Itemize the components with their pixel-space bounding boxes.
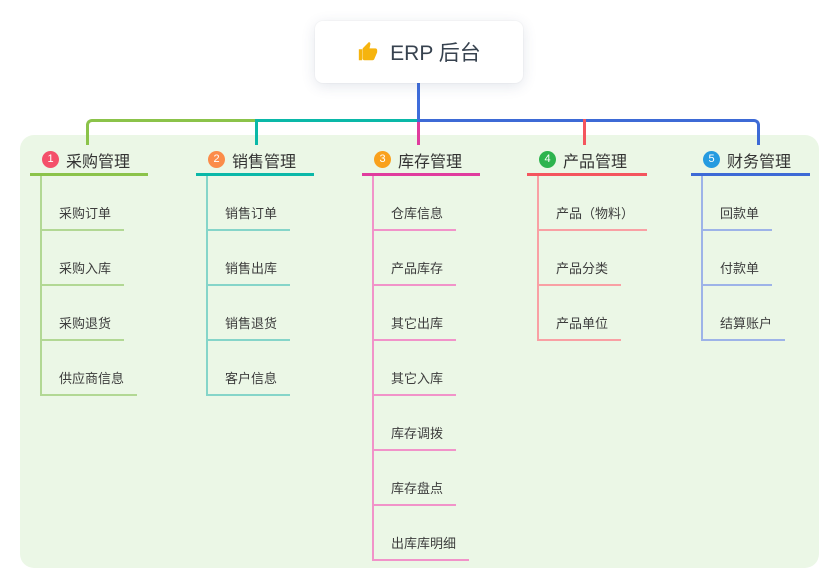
child-node[interactable]: 销售订单 (208, 176, 314, 231)
branch-number-badge: 3 (374, 151, 391, 168)
child-node[interactable]: 销售退货 (208, 286, 314, 341)
branch-header[interactable]: 2 销售管理 (196, 146, 314, 176)
child-node[interactable]: 产品库存 (374, 231, 480, 286)
child-node[interactable]: 采购退货 (42, 286, 148, 341)
child-node[interactable]: 出库库明细 (374, 506, 480, 561)
root-node-label: ERP 后台 (390, 42, 481, 65)
branch-column-finance: 5 财务管理 回款单 付款单 结算账户 (691, 146, 810, 341)
branch-number-badge: 2 (208, 151, 225, 168)
child-node[interactable]: 仓库信息 (374, 176, 480, 231)
child-node-label: 销售退货 (208, 313, 291, 341)
child-node[interactable]: 产品分类 (539, 231, 647, 286)
connector-root-line (417, 83, 420, 122)
branch-title: 库存管理 (398, 153, 463, 171)
child-node[interactable]: 其它出库 (374, 286, 480, 341)
child-node-label: 库存盘点 (374, 478, 457, 506)
thumbs-up-icon (357, 41, 379, 63)
child-node[interactable]: 采购入库 (42, 231, 148, 286)
connector-bus-right (419, 119, 760, 145)
connector-drop-sales (255, 119, 258, 145)
child-node[interactable]: 其它入库 (374, 341, 480, 396)
connector-drop-product (583, 119, 586, 145)
child-node[interactable]: 库存盘点 (374, 451, 480, 506)
branch-title: 财务管理 (727, 153, 792, 171)
connector-bus-middle (258, 119, 419, 122)
branch-header[interactable]: 4 产品管理 (527, 146, 647, 176)
branch-children: 采购订单 采购入库 采购退货 供应商信息 (40, 176, 148, 396)
child-node-label: 采购退货 (42, 313, 125, 341)
child-node-label: 仓库信息 (374, 203, 457, 231)
branch-children: 产品（物料） 产品分类 产品单位 (537, 176, 648, 341)
child-node-label: 销售订单 (208, 203, 291, 231)
child-node-label: 采购入库 (42, 258, 125, 286)
child-node-label: 采购订单 (42, 203, 125, 231)
child-node[interactable]: 付款单 (703, 231, 810, 286)
child-node-label: 供应商信息 (42, 368, 138, 396)
branch-header[interactable]: 3 库存管理 (362, 146, 480, 176)
child-node-label: 产品单位 (539, 313, 622, 341)
child-node-label: 结算账户 (703, 313, 786, 341)
child-node-label: 客户信息 (208, 368, 291, 396)
branch-header[interactable]: 5 财务管理 (691, 146, 810, 176)
child-node-label: 其它入库 (374, 368, 457, 396)
child-node[interactable]: 产品（物料） (539, 176, 648, 231)
connector-bus-left (86, 119, 258, 145)
child-node-label: 销售出库 (208, 258, 291, 286)
child-node[interactable]: 客户信息 (208, 341, 314, 396)
branch-column-purchase: 1 采购管理 采购订单 采购入库 采购退货 供应商信息 (30, 146, 148, 396)
child-node-label: 库存调拨 (374, 423, 457, 451)
child-node-label: 产品（物料） (539, 203, 648, 231)
child-node[interactable]: 库存调拨 (374, 396, 480, 451)
branch-column-product: 4 产品管理 产品（物料） 产品分类 产品单位 (527, 146, 648, 341)
branch-number-badge: 4 (539, 151, 556, 168)
child-node[interactable]: 结算账户 (703, 286, 810, 341)
child-node[interactable]: 采购订单 (42, 176, 148, 231)
root-node[interactable]: ERP 后台 (315, 21, 523, 83)
child-node-label: 产品分类 (539, 258, 622, 286)
connector-drop-inventory (417, 122, 420, 145)
branch-number-badge: 1 (42, 151, 59, 168)
branch-header[interactable]: 1 采购管理 (30, 146, 148, 176)
branch-column-sales: 2 销售管理 销售订单 销售出库 销售退货 客户信息 (196, 146, 314, 396)
child-node-label: 其它出库 (374, 313, 457, 341)
child-node-label: 付款单 (703, 258, 773, 286)
child-node-label: 回款单 (703, 203, 773, 231)
branch-children: 回款单 付款单 结算账户 (701, 176, 810, 341)
child-node-label: 产品库存 (374, 258, 457, 286)
child-node-label: 出库库明细 (374, 533, 470, 561)
child-node[interactable]: 产品单位 (539, 286, 647, 341)
branch-column-inventory: 3 库存管理 仓库信息 产品库存 其它出库 其它入库 库存调拨 库存盘点 出库库… (362, 146, 480, 561)
background-panel (20, 135, 819, 568)
branch-children: 销售订单 销售出库 销售退货 客户信息 (206, 176, 314, 396)
branch-number-badge: 5 (703, 151, 720, 168)
branch-title: 产品管理 (563, 153, 628, 171)
child-node[interactable]: 回款单 (703, 176, 810, 231)
branch-title: 采购管理 (66, 153, 131, 171)
child-node[interactable]: 供应商信息 (42, 341, 148, 396)
branch-children: 仓库信息 产品库存 其它出库 其它入库 库存调拨 库存盘点 出库库明细 (372, 176, 480, 561)
child-node[interactable]: 销售出库 (208, 231, 314, 286)
branch-title: 销售管理 (232, 153, 297, 171)
